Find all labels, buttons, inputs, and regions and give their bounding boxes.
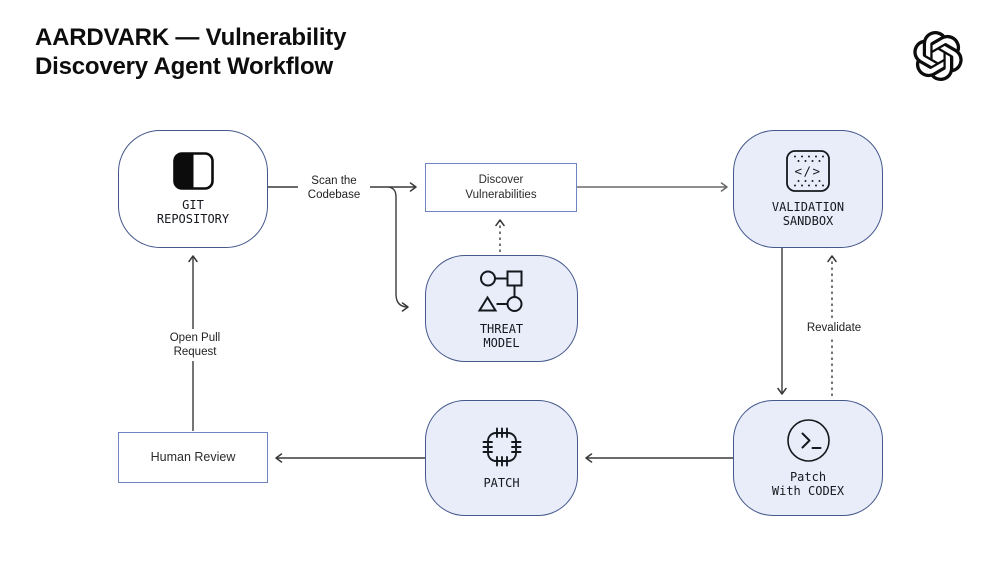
threat-model-graph-icon xyxy=(477,270,522,312)
edge-git-to-threat-model xyxy=(388,186,409,312)
box-discover-vulnerabilities: Discover Vulnerabilities xyxy=(425,163,577,212)
edge-label-revalidate: Revalidate xyxy=(796,319,872,337)
threat-label-line1: THREAT xyxy=(479,321,524,336)
codex-label-line2: With CODEX xyxy=(771,484,845,498)
page-title: AARDVARK — Vulnerability Discovery Agent… xyxy=(35,24,346,81)
discover-label-line2: Vulnerabilities xyxy=(465,188,537,201)
patch-label-line1: PATCH xyxy=(483,476,520,491)
git-label-line1: GIT xyxy=(182,197,204,212)
threat-label-line2: MODEL xyxy=(483,336,520,350)
page-title-line1: AARDVARK — Vulnerability xyxy=(35,24,347,51)
terminal-prompt-icon xyxy=(786,418,830,462)
validation-label-line1: VALIDATION xyxy=(771,199,845,214)
git-repository-icon xyxy=(172,151,214,190)
scan-label-line1: Scan the xyxy=(311,175,357,187)
git-label-line2: REPOSITORY xyxy=(156,212,230,226)
box-human-review: Human Review xyxy=(118,432,268,483)
page-title-line2: Discovery Agent Workflow xyxy=(35,52,333,80)
node-patch: PATCH xyxy=(425,400,578,516)
node-patch-label: PATCH xyxy=(483,476,519,491)
codex-label-line1: Patch xyxy=(789,469,827,484)
edge-label-open-pull-request: Open Pull Request xyxy=(160,329,230,361)
revalidate-label: Revalidate xyxy=(806,322,862,334)
discover-label-line1: Discover xyxy=(478,174,524,186)
patch-stitch-icon xyxy=(482,427,521,467)
validation-label-line2: SANDBOX xyxy=(782,214,834,228)
open-pr-label-line1: Open Pull xyxy=(169,332,221,344)
scan-label-line2: Codebase xyxy=(307,189,361,201)
open-pr-label-line2: Request xyxy=(173,346,217,358)
openai-logo-icon xyxy=(913,31,963,81)
human-review-label: Human Review xyxy=(150,450,236,464)
edge-label-scan-the-codebase: Scan the Codebase xyxy=(298,172,370,204)
sandbox-code-icon: </> xyxy=(786,149,830,192)
sandbox-glyph: </> xyxy=(794,163,821,178)
